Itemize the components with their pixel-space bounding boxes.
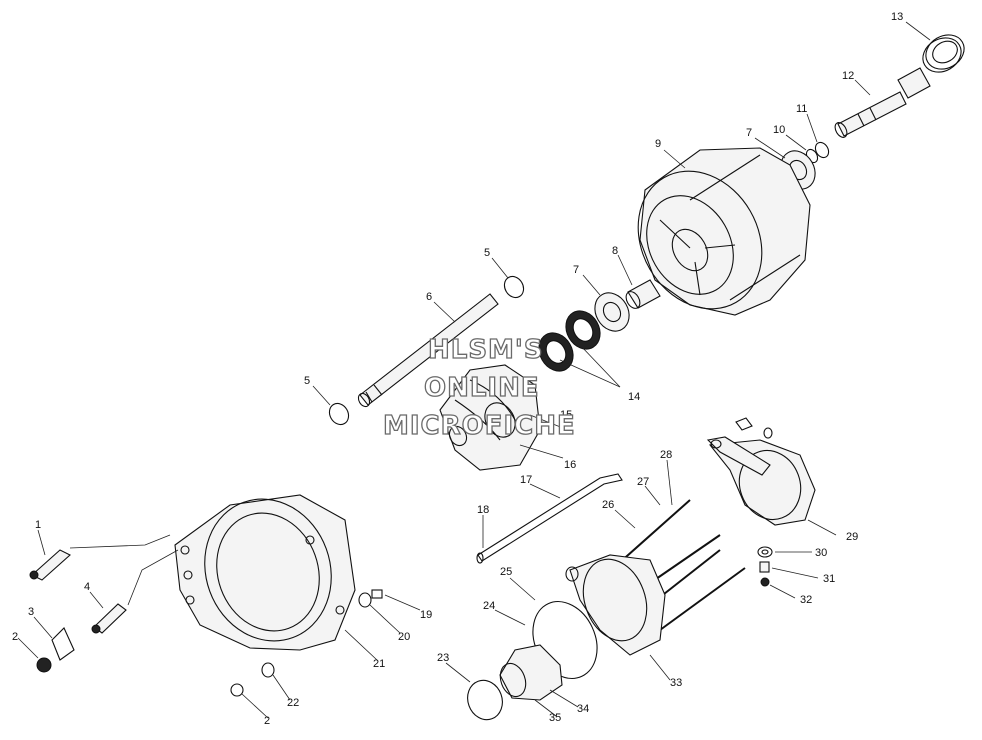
part-34-nozzle [499, 644, 563, 701]
callout-35: 35 [549, 712, 561, 724]
part-17-rod [476, 473, 623, 564]
part-1-fitting [29, 549, 71, 581]
callout-34: 34 [577, 703, 589, 715]
callout-26: 26 [602, 499, 614, 511]
callout-2-bottom: 2 [264, 715, 270, 727]
callout-17: 17 [520, 474, 532, 486]
callout-33: 33 [670, 677, 682, 689]
part-23-ring [467, 679, 503, 721]
callout-22: 22 [287, 697, 299, 709]
hose-line [69, 534, 179, 606]
part-33-venturi [565, 554, 666, 656]
part-32-nut [760, 577, 770, 587]
callout-9: 9 [655, 138, 661, 150]
callout-8: 8 [612, 245, 618, 257]
callout-5-upper: 5 [484, 247, 490, 259]
watermark-line-3: MICROFICHE [383, 411, 576, 441]
leader-lines [17, 21, 931, 719]
part-30-washer [757, 546, 773, 558]
callout-7-upper: 7 [746, 127, 752, 139]
part-9-pump-housing [637, 147, 811, 316]
callout-21: 21 [373, 658, 385, 670]
callout-3: 3 [28, 606, 34, 618]
part-22-washer [261, 662, 275, 678]
part-11-ring [814, 141, 830, 159]
part-8-spacer [625, 279, 661, 309]
watermark-line-2: ONLINE [424, 373, 540, 403]
callout-28: 28 [660, 449, 672, 461]
part-4-fitting [91, 603, 127, 634]
part-12-shaft [834, 67, 931, 138]
callout-16: 16 [564, 459, 576, 471]
watermark: HLSM'S ONLINE MICROFICHE [382, 334, 576, 441]
callout-27: 27 [637, 476, 649, 488]
callout-30: 30 [815, 547, 827, 559]
callout-19: 19 [420, 609, 432, 621]
callout-labels: 13 12 11 10 7 9 8 7 5 6 5 14 15 16 17 18… [12, 11, 903, 727]
part-5-ring-upper [503, 275, 525, 299]
callout-23: 23 [437, 652, 449, 664]
callout-25: 25 [500, 566, 512, 578]
part-20-washer [358, 592, 372, 608]
callout-11: 11 [796, 103, 807, 115]
callout-12: 12 [842, 70, 854, 82]
callout-5-lower: 5 [304, 375, 310, 387]
callout-32: 32 [800, 594, 812, 606]
part-3-bracket [51, 627, 75, 661]
callout-6: 6 [426, 291, 432, 303]
watermark-line-1: HLSM'S [428, 335, 544, 365]
part-2-nut-left [36, 657, 52, 673]
callout-10: 10 [773, 124, 785, 136]
callout-14: 14 [628, 391, 640, 403]
part-6-drive-shaft [357, 293, 499, 408]
part-31-bushing [759, 561, 770, 573]
part-21-intake-housing [174, 494, 356, 651]
callout-29: 29 [846, 531, 858, 543]
callout-7-lower: 7 [573, 264, 579, 276]
callout-31: 31 [823, 573, 835, 585]
part-7-bearing-lower [594, 292, 630, 332]
callout-1: 1 [35, 519, 41, 531]
callout-24: 24 [483, 600, 495, 612]
callout-4: 4 [84, 581, 90, 593]
part-29-steering-nozzle-bracket [706, 417, 816, 526]
callout-2-left: 2 [12, 631, 18, 643]
callout-15: 15 [560, 409, 572, 421]
callout-13: 13 [891, 11, 903, 23]
part-19-bolt [371, 589, 383, 599]
callout-18: 18 [477, 504, 489, 516]
part-14-seals [538, 310, 601, 372]
part-5-ring-lower [328, 402, 350, 426]
part-16-impeller [439, 364, 541, 471]
part-13-seal [922, 34, 965, 73]
part-2-nut-bottom [230, 683, 244, 697]
callout-20: 20 [398, 631, 410, 643]
